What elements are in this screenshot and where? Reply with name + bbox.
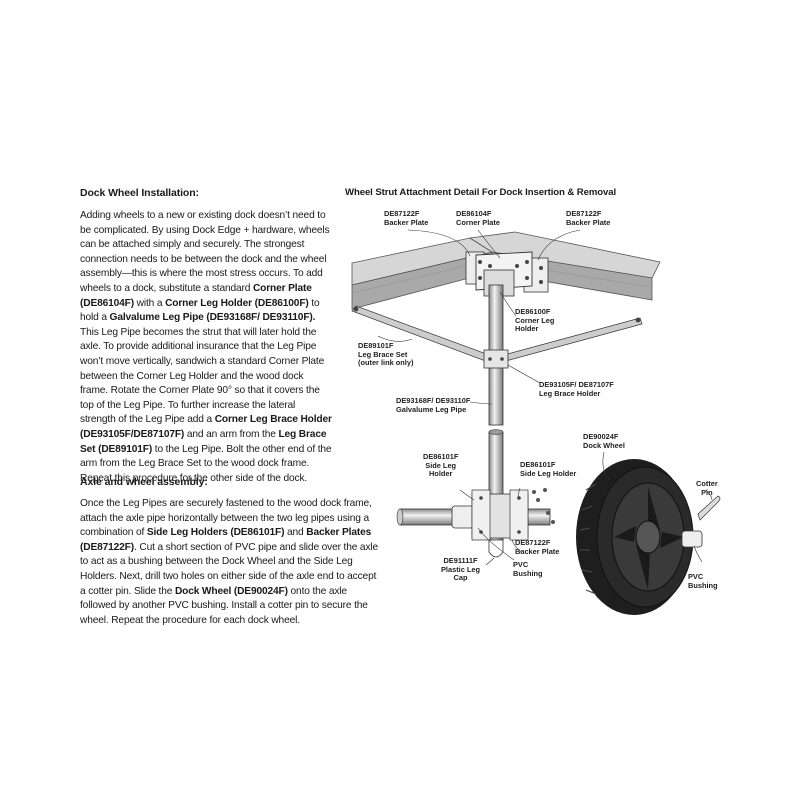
label-side-leg-holder-left: DE86101F Side Leg Holder (423, 452, 459, 479)
label-cotter-pin: Cotter Pin (696, 479, 718, 497)
paragraph-dock-wheel-installation: Adding wheels to a new or existing dock … (80, 210, 332, 484)
label-leg-brace-holder: DE93105F/ DE87107F Leg Brace Holder (539, 380, 614, 398)
label-pvc-bushing-left: PVC Bushing (513, 560, 543, 578)
label-plastic-leg-cap: DE91111F Plastic Leg Cap (441, 556, 481, 583)
dock-wheel-shape (576, 459, 694, 615)
leg-brace-holder (483, 349, 509, 369)
section-heading-dock-wheel-installation: Dock Wheel Installation: (80, 187, 199, 199)
label-backer-plate-left: DE87122F Backer Plate (384, 209, 429, 227)
label-pvc-bushing-right: PVC Bushing (688, 572, 718, 590)
label-dock-wheel: DE90024F Dock Wheel (583, 432, 625, 450)
corner-plate-group (465, 251, 549, 297)
label-backer-plate-right: DE87122F Backer Plate (566, 209, 611, 227)
paragraph-axle-wheel-assembly: Once the Leg Pipes are securely fastened… (80, 498, 379, 626)
bolts (532, 488, 555, 524)
leader-lines (377, 229, 713, 566)
label-corner-plate: DE86104F Corner Plate (456, 209, 500, 227)
plastic-leg-cap (488, 539, 504, 558)
label-leg-brace-set: DE89101F Leg Brace Set (outer link only) (358, 341, 414, 368)
label-galvalume-leg-pipe: DE93168F/ DE93110F Galvalume Leg Pipe (396, 396, 471, 414)
label-side-leg-holder-right: DE86101F Side Leg Holder (520, 460, 577, 478)
pvc-bushing-right-shape (681, 530, 703, 548)
pvc-bushing-left-shape (451, 505, 475, 529)
section-heading-axle-wheel-assembly: Axle and wheel assembly: (80, 476, 208, 488)
label-corner-leg-holder: DE86100F Corner Leg Holder (515, 307, 555, 334)
diagram-title: Wheel Strut Attachment Detail For Dock I… (345, 187, 617, 198)
cotter-pin-shape (697, 495, 721, 521)
label-backer-plate-bottom: DE87122F Backer Plate (515, 538, 560, 556)
